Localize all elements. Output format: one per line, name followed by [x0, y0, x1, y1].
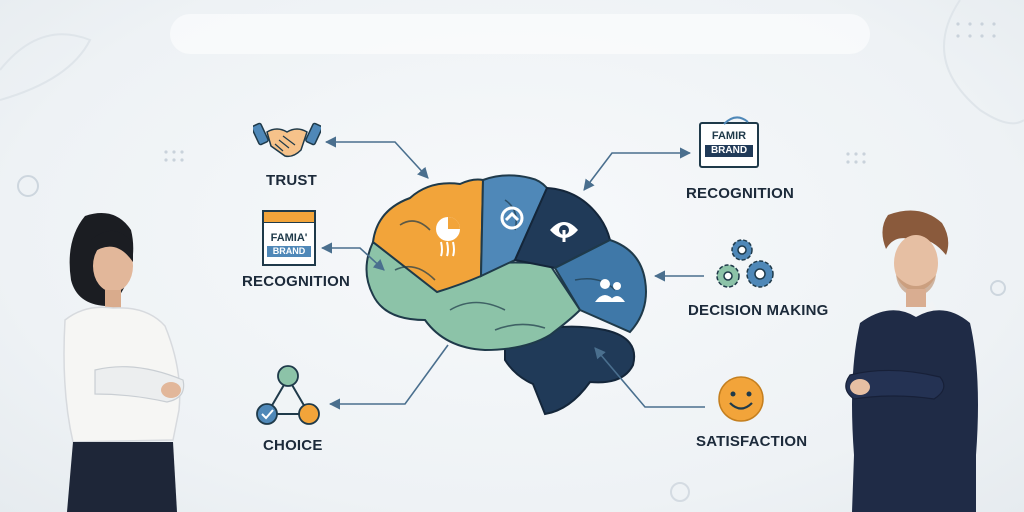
woman-figure	[63, 213, 185, 512]
badge-right-line1: FAMIR	[711, 130, 747, 142]
badge-right-line2: BRAND	[705, 145, 753, 157]
badge-left-line1: FAMIA'	[270, 232, 308, 244]
brain-blue-icon	[500, 206, 524, 230]
arrow-satisfaction	[594, 347, 705, 408]
brand-badge-left: FAMIA' BRAND	[262, 210, 316, 266]
node-label-trust: TRUST	[266, 172, 317, 189]
node-label-recognition-left: RECOGNITION	[242, 273, 351, 290]
badge-left-line2: BRAND	[267, 246, 311, 257]
node-label-recognition-right: RECOGNITION	[686, 185, 795, 202]
brain-illustration	[365, 174, 647, 416]
arrow-trust	[324, 136, 429, 179]
badge-stripe	[264, 212, 314, 223]
brain-navy-icon	[550, 222, 578, 242]
handshake-icon	[253, 122, 321, 158]
arrow-recognition-right	[583, 147, 692, 191]
brain-orange-icon	[436, 217, 460, 257]
brand-badge-right: FAMIR BRAND	[699, 122, 759, 168]
arrow-choice	[328, 344, 449, 410]
smiley-icon	[718, 376, 764, 422]
gears-icon	[716, 239, 774, 288]
brain-lobe-orange	[371, 178, 485, 294]
node-label-satisfaction: SATISFACTION	[696, 433, 808, 450]
arrow-recognition-left	[320, 242, 385, 271]
node-label-choice: CHOICE	[263, 437, 323, 454]
network-nodes-icon	[256, 365, 320, 425]
brain-people-icon	[595, 279, 625, 302]
header-bar-decoration	[170, 14, 870, 54]
man-figure	[845, 210, 978, 512]
refresh-arrow-icon	[723, 116, 749, 125]
node-label-decision-making: DECISION MAKING	[688, 302, 829, 319]
